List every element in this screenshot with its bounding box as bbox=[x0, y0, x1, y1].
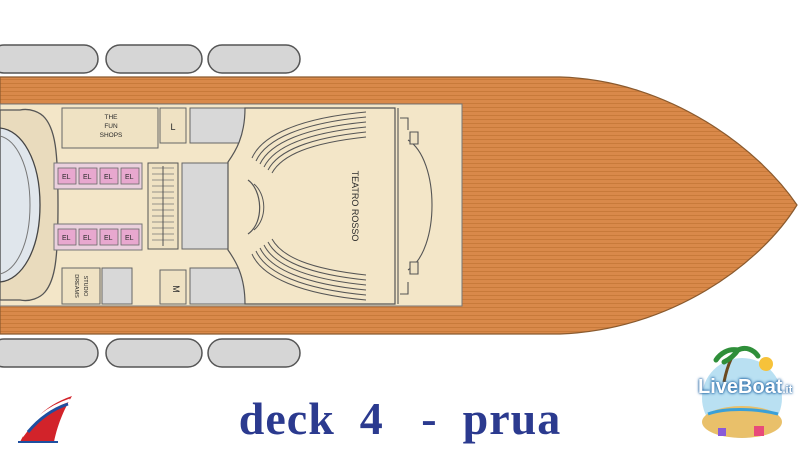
elevator-label: EL bbox=[125, 235, 134, 242]
gray-room-top bbox=[189, 107, 246, 144]
deck-caption: deck 4 - prua bbox=[238, 393, 562, 444]
cruise-line-logo-icon bbox=[18, 396, 72, 443]
liveboat-wordmark: LiveBoat.it bbox=[698, 376, 793, 399]
elevator-label: EL bbox=[125, 174, 134, 181]
dreams-studio-line-2: STUDIO bbox=[82, 276, 88, 298]
gray-room-bottom bbox=[189, 267, 246, 305]
elevators-bottom bbox=[53, 223, 143, 251]
fun-shops-line-2: FUN bbox=[104, 123, 118, 130]
lift-m-box bbox=[159, 269, 187, 305]
theatre-seating-bottom bbox=[251, 238, 367, 301]
lift-m-label: M bbox=[171, 285, 181, 293]
liveboat-island-icon bbox=[702, 345, 782, 438]
logo-tld: .it bbox=[782, 384, 793, 396]
elevator-label: EL bbox=[104, 235, 113, 242]
gray-room-left-bottom bbox=[101, 267, 133, 305]
elevators-top bbox=[53, 162, 143, 190]
stage bbox=[397, 108, 433, 304]
liveboat-logo: LiveBoat.it bbox=[694, 342, 793, 446]
theatre-label: TEATRO ROSSO bbox=[350, 171, 360, 242]
elevator-label: EL bbox=[62, 235, 71, 242]
logo-boat: Boat bbox=[738, 376, 783, 398]
elevator-label: EL bbox=[104, 174, 113, 181]
theatre-seating-top bbox=[251, 111, 367, 174]
dreams-studio-line-1: DREAMS bbox=[73, 274, 79, 298]
lifeboats-top bbox=[0, 44, 301, 74]
fun-shops-line-1: THE bbox=[105, 114, 119, 121]
lift-l-label: L bbox=[170, 122, 175, 132]
fun-shops-room bbox=[61, 107, 159, 149]
staircase bbox=[147, 162, 179, 250]
logo-live: Live bbox=[698, 376, 739, 398]
lifeboats-bottom bbox=[0, 338, 301, 368]
elevator-label: EL bbox=[62, 174, 71, 181]
lift-l-box bbox=[159, 107, 187, 144]
elevator-label: EL bbox=[83, 235, 92, 242]
dreams-studio-room bbox=[61, 267, 101, 305]
theatre-stage-front bbox=[253, 183, 265, 231]
elevator-label: EL bbox=[83, 174, 92, 181]
atrium bbox=[0, 108, 59, 302]
theatre-stage-front bbox=[247, 179, 261, 235]
gray-room-mid bbox=[181, 162, 231, 250]
theatre-outline bbox=[227, 107, 396, 305]
fun-shops-line-3: SHOPS bbox=[100, 132, 123, 139]
